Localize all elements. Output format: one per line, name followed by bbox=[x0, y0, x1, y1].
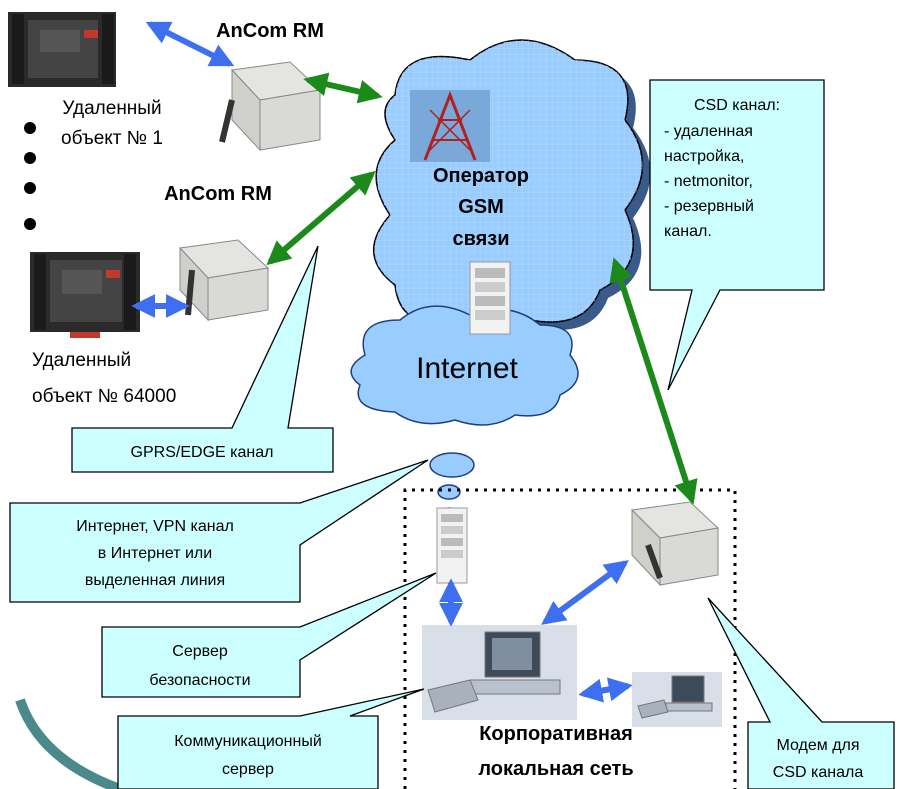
link-commserver-workstation bbox=[578, 677, 633, 703]
workstation-pc bbox=[632, 672, 722, 727]
security-line-1: Сервер bbox=[172, 643, 228, 660]
vpn-line-1: Интернет, VPN канал bbox=[76, 518, 234, 535]
ancom-modem-top bbox=[219, 61, 322, 152]
csd-line-2: - удаленная bbox=[664, 123, 753, 140]
csd-modem bbox=[630, 501, 720, 587]
remote-controller-64000 bbox=[30, 252, 140, 338]
bullet-dot-2 bbox=[24, 152, 36, 164]
csd-line-1: CSD канал: bbox=[694, 97, 780, 114]
security-server-rack bbox=[436, 507, 468, 584]
gprs-label: GPRS/EDGE канал bbox=[131, 444, 274, 461]
link-controller1-modem-top bbox=[145, 21, 235, 67]
internet-label: Internet bbox=[416, 352, 518, 385]
decorative-arc bbox=[15, 698, 122, 789]
link-modem-mid-gsm bbox=[266, 170, 376, 266]
gsm-label-line-1: Оператор bbox=[433, 165, 529, 187]
bullet-dot-4 bbox=[24, 218, 36, 230]
csd-line-5: - резервный bbox=[664, 198, 754, 215]
comm-line-2: сервер bbox=[222, 761, 274, 778]
gsm-cloud bbox=[373, 39, 651, 341]
callout-gprs-edge: GPRS/EDGE канал bbox=[71, 245, 334, 473]
callout-comm-server: Коммуникационный сервер bbox=[117, 688, 425, 789]
vpn-line-2: в Интернет или bbox=[98, 545, 212, 562]
ancom-label-mid: AnCom RM bbox=[164, 183, 272, 205]
internet-cloud bbox=[350, 305, 579, 426]
remote64000-label-line-2: объект № 64000 bbox=[32, 386, 176, 407]
callout-internet-vpn: Интернет, VPN канал в Интернет или выдел… bbox=[9, 459, 429, 603]
csd-line-6: канал. bbox=[664, 223, 712, 240]
bullet-dot-3 bbox=[24, 182, 36, 194]
operator-server-rack bbox=[469, 261, 511, 335]
gsm-label-line-2: GSM bbox=[458, 196, 504, 218]
comm-line-1: Коммуникационный bbox=[174, 733, 322, 750]
csd-line-3: настройка, bbox=[664, 148, 745, 165]
remote-controller-1 bbox=[8, 12, 116, 87]
link-gsm-csd-modem bbox=[609, 257, 698, 505]
gsm-label-line-3: связи bbox=[452, 228, 509, 250]
modem-line-1: Модем для bbox=[776, 737, 859, 754]
gsm-tower-icon bbox=[410, 90, 490, 162]
bubble-mid bbox=[437, 484, 461, 500]
communication-server-pc bbox=[422, 625, 577, 720]
bubble-large bbox=[429, 452, 475, 478]
link-modem-top-gsm bbox=[303, 72, 383, 104]
ancom-label-top: AnCom RM bbox=[216, 20, 324, 42]
remote64000-label-line-1: Удаленный bbox=[32, 350, 131, 371]
vpn-line-3: выделенная линия bbox=[85, 572, 225, 589]
bullet-dot-1 bbox=[24, 122, 36, 134]
callout-security-server: Сервер безопасности bbox=[101, 572, 437, 698]
corporate-label-line-1: Корпоративная bbox=[479, 723, 633, 745]
remote1-label-line-2: объект № 1 bbox=[61, 128, 163, 149]
modem-line-2: CSD канала bbox=[773, 764, 864, 781]
callout-modem-csd: Модем для CSD канала bbox=[707, 597, 895, 789]
corporate-label-line-2: локальная сеть bbox=[478, 758, 633, 780]
csd-line-4: - netmonitor, bbox=[664, 173, 753, 190]
callout-csd-channel: CSD канал: - удаленная настройка, - netm… bbox=[649, 79, 825, 391]
remote1-label-line-1: Удаленный bbox=[62, 98, 161, 119]
link-commserver-csd-modem bbox=[541, 560, 629, 625]
security-line-2: безопасности bbox=[149, 672, 250, 689]
ancom-modem-mid bbox=[178, 239, 270, 322]
